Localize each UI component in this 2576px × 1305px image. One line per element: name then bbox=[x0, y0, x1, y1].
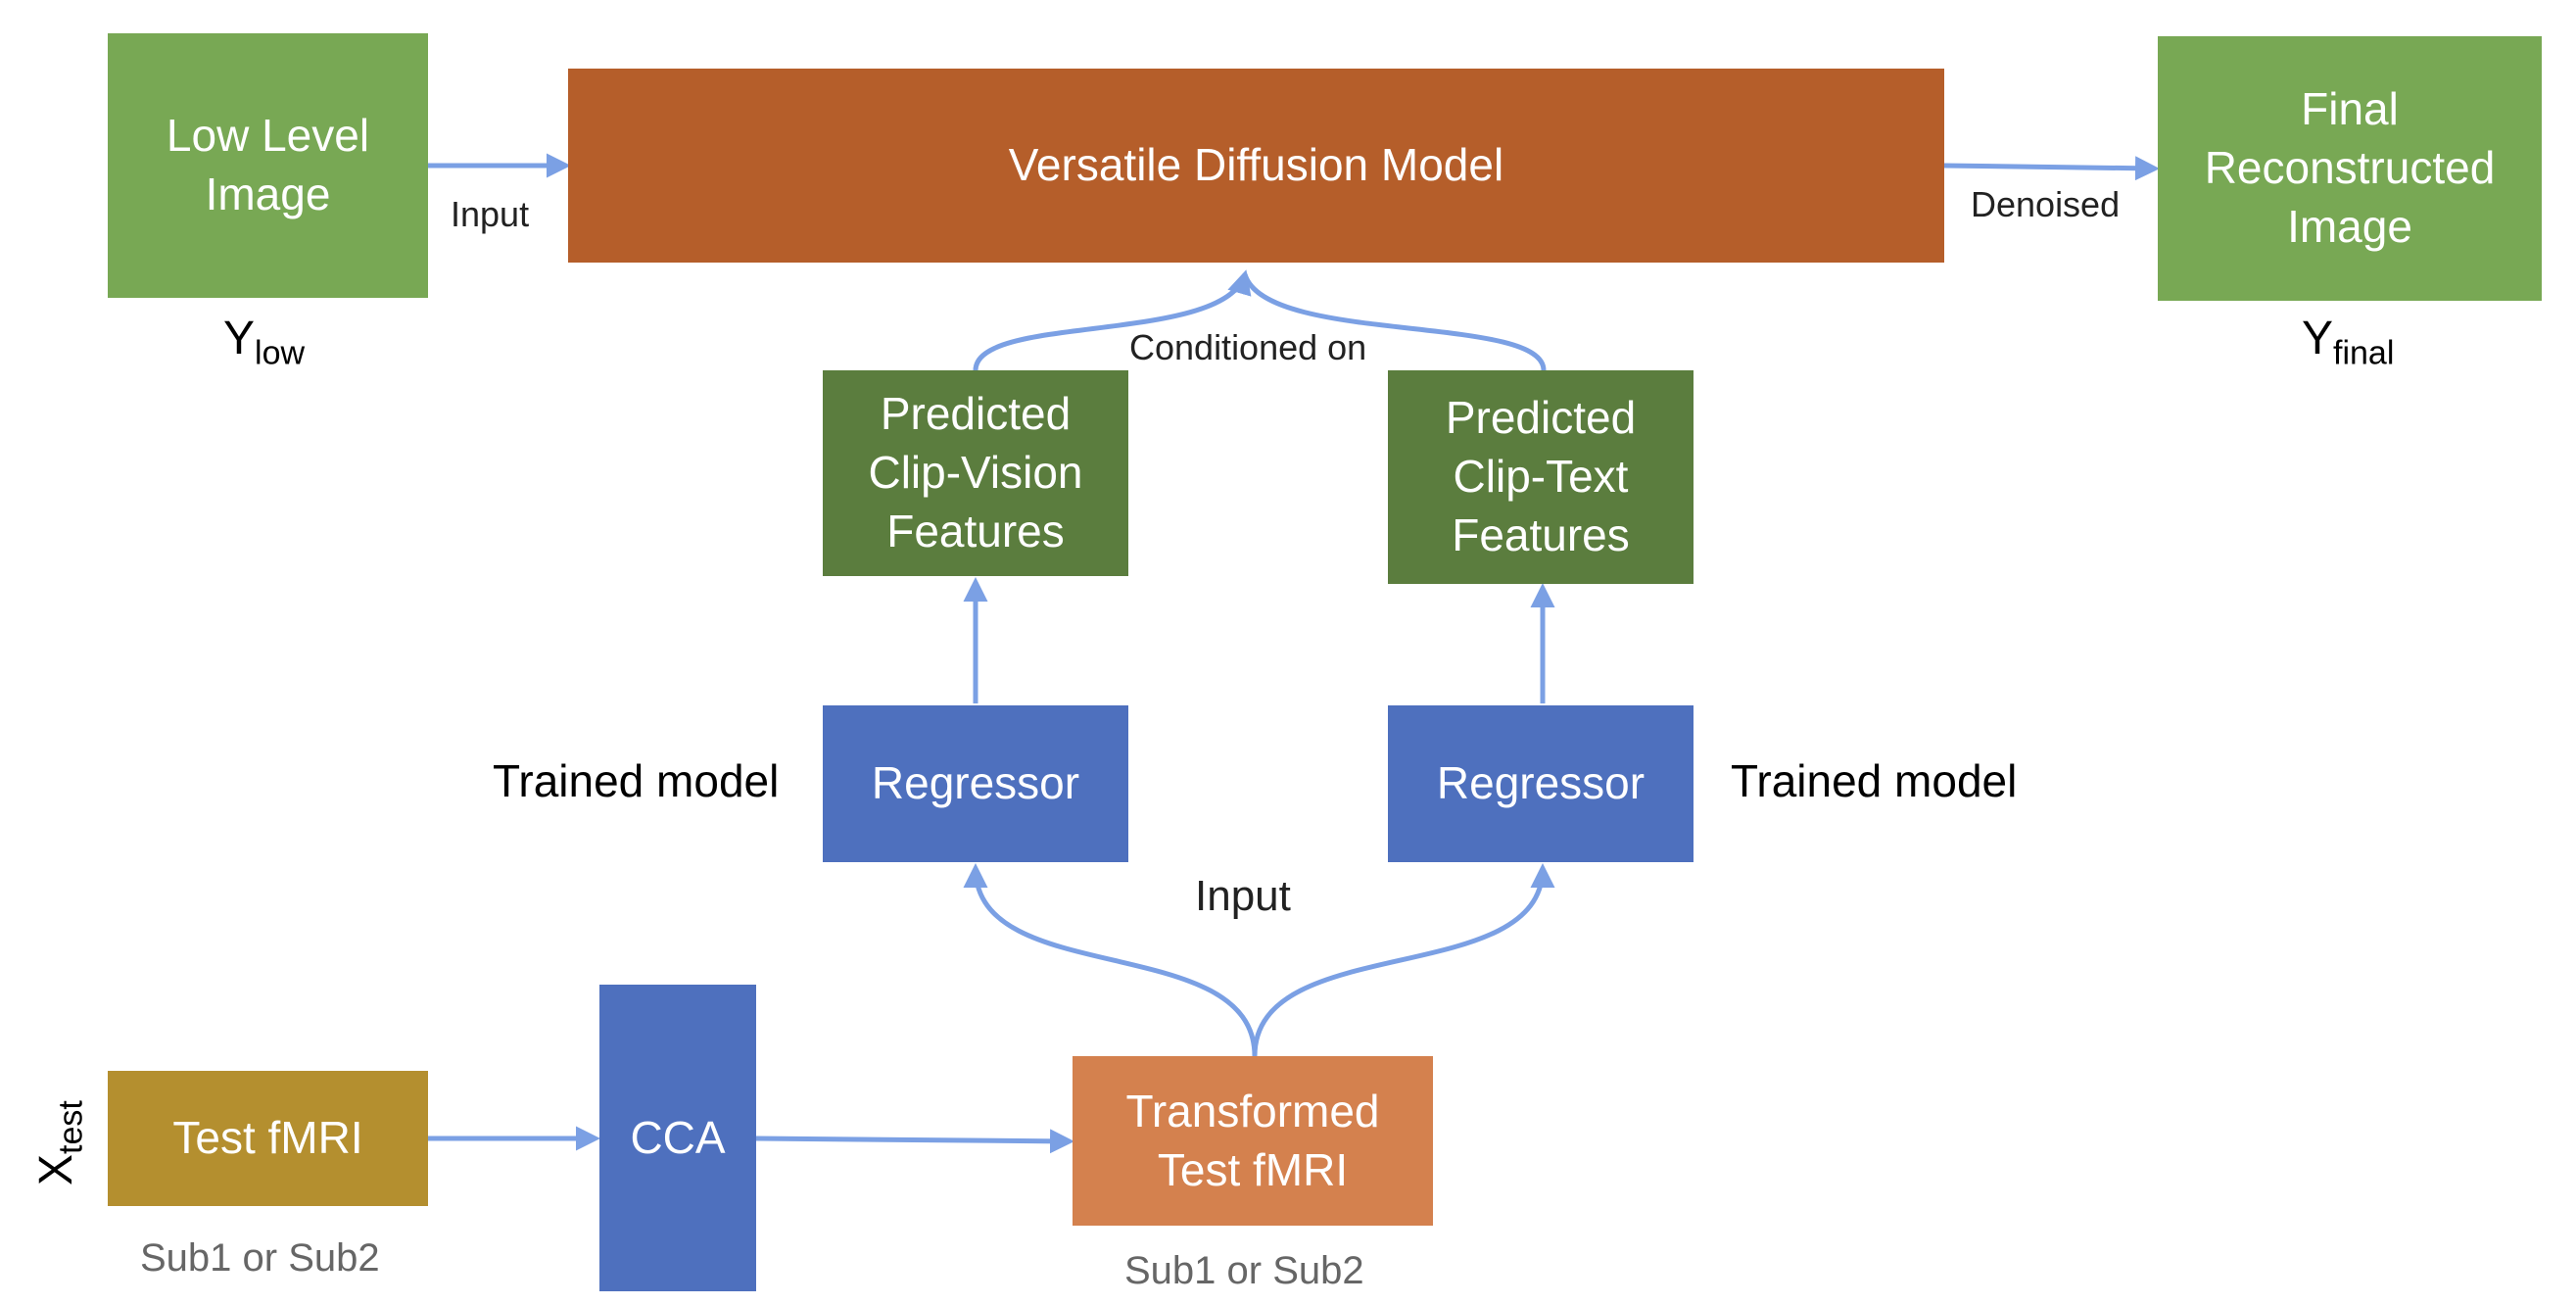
arrow-vision-to-vd bbox=[973, 269, 1252, 371]
versatile-diffusion-box: Versatile Diffusion Model bbox=[568, 69, 1944, 263]
y-low-base: Y bbox=[223, 313, 256, 364]
clip-vision-label: Predicted Clip-Vision Features bbox=[868, 388, 1083, 556]
low-level-image-box: Low Level Image bbox=[108, 33, 428, 298]
transformed-fmri-box: Transformed Test fMRI bbox=[1073, 1056, 1433, 1226]
transformed-fmri-label: Transformed Test fMRI bbox=[1125, 1085, 1380, 1195]
final-image-box: Final Reconstructed Image bbox=[2158, 36, 2542, 301]
input-top-label: Input bbox=[451, 194, 530, 234]
clip-text-label: Predicted Clip-Text Features bbox=[1445, 392, 1637, 560]
final-image-label: Final Reconstructed Image bbox=[2204, 83, 2496, 252]
arrow-text-to-vd bbox=[1242, 273, 1547, 371]
clip-vision-box: Predicted Clip-Vision Features bbox=[823, 370, 1128, 576]
clip-text-box: Predicted Clip-Text Features bbox=[1388, 370, 1693, 584]
y-final-symbol: Yfinal bbox=[2302, 312, 2394, 373]
y-low-symbol: Ylow bbox=[223, 312, 305, 373]
arrow-trans-to-reg-left bbox=[963, 863, 1258, 1057]
regressor-left-box: Regressor bbox=[823, 705, 1128, 862]
y-final-base: Y bbox=[2302, 313, 2334, 364]
arrow-vd-to-final bbox=[1943, 156, 2160, 181]
cca-label: CCA bbox=[630, 1111, 726, 1163]
x-test-sub: test bbox=[52, 1100, 90, 1154]
regressor-right-box: Regressor bbox=[1388, 705, 1693, 862]
sub-left-label: Sub1 or Sub2 bbox=[140, 1236, 380, 1280]
conditioned-on-label: Conditioned on bbox=[1129, 327, 1367, 367]
trained-model-right-label: Trained model bbox=[1731, 755, 2018, 806]
input-middle-label: Input bbox=[1195, 872, 1291, 920]
sub-right-label: Sub1 or Sub2 bbox=[1124, 1249, 1364, 1292]
arrow-trans-to-reg-right bbox=[1252, 863, 1555, 1057]
regressor-right-label: Regressor bbox=[1436, 757, 1646, 809]
trained-model-left-label: Trained model bbox=[493, 755, 780, 806]
x-test-symbol: Xtest bbox=[29, 1100, 91, 1185]
test-fmri-label: Test fMRI bbox=[172, 1112, 363, 1164]
regressor-left-label: Regressor bbox=[871, 757, 1080, 809]
denoised-label: Denoised bbox=[1971, 184, 2121, 224]
arrow-cca-to-trans bbox=[755, 1129, 1074, 1154]
y-low-sub: low bbox=[255, 334, 306, 372]
y-final-sub: final bbox=[2333, 334, 2395, 372]
x-test-base: X bbox=[30, 1153, 82, 1185]
versatile-diffusion-label: Versatile Diffusion Model bbox=[1008, 139, 1504, 191]
low-level-image-label: Low Level Image bbox=[166, 110, 370, 219]
test-fmri-box: Test fMRI bbox=[108, 1071, 428, 1206]
cca-box: CCA bbox=[599, 985, 756, 1291]
